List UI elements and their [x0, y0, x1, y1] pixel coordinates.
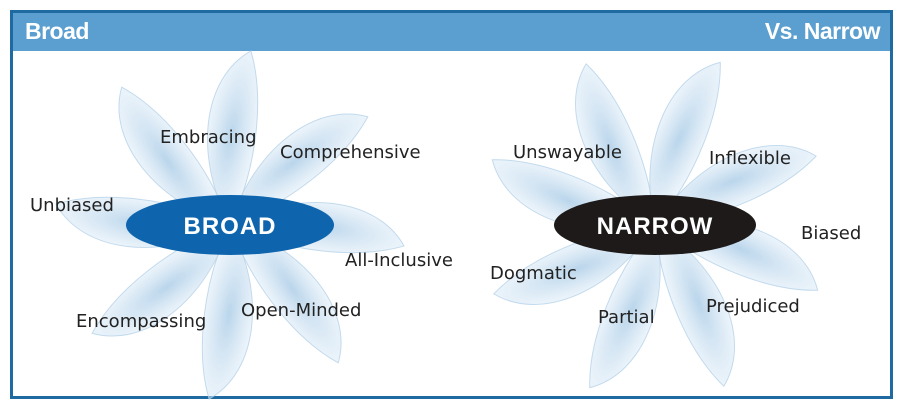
word-prejudiced: Prejudiced — [706, 296, 800, 317]
word-biased: Biased — [801, 223, 861, 244]
word-all-inclusive: All-Inclusive — [345, 250, 453, 271]
word-encompassing: Encompassing — [76, 311, 206, 332]
word-unbiased: Unbiased — [30, 195, 114, 216]
word-inflexible: Inflexible — [709, 148, 791, 169]
word-comprehensive: Comprehensive — [280, 142, 421, 163]
broad-oval-label: BROAD — [184, 213, 277, 240]
narrow-oval-label: NARROW — [597, 213, 714, 240]
word-dogmatic: Dogmatic — [490, 263, 577, 284]
word-embracing: Embracing — [160, 127, 257, 148]
word-partial: Partial — [598, 307, 655, 328]
word-unswayable: Unswayable — [513, 142, 622, 163]
word-open-minded: Open-Minded — [241, 300, 361, 321]
